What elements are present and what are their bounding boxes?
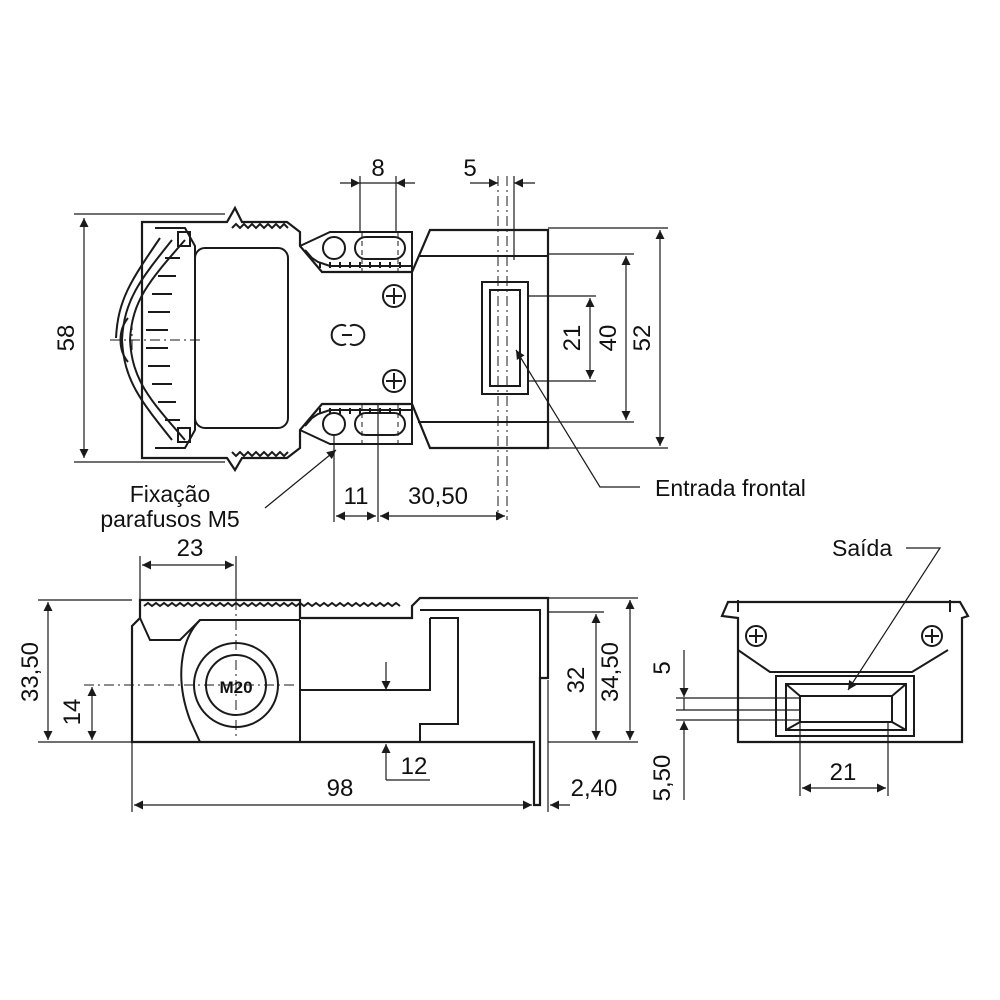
label-exit: Saída xyxy=(832,535,892,561)
front-view-dimensions: 5 5,50 21 Saída xyxy=(649,535,942,802)
label-fixing-line1: Fixação xyxy=(130,481,211,507)
dim-thread-height: 14 xyxy=(59,699,86,726)
dim-actuator-width: 5 xyxy=(463,155,476,182)
side-view: M20 xyxy=(84,560,550,807)
dim-thread-offset: 23 xyxy=(177,535,204,562)
dim-entry-depth: 32 xyxy=(563,667,590,694)
dim-body-height-outer: 52 xyxy=(629,325,656,352)
dim-entry-offset: 30,50 xyxy=(408,483,468,510)
screw-icon xyxy=(921,625,943,647)
dim-body-height-inner: 40 xyxy=(595,325,622,352)
dim-head-overhang: 2,40 xyxy=(571,775,618,802)
front-view xyxy=(720,600,970,744)
dim-side-height: 33,50 xyxy=(17,642,44,702)
top-view xyxy=(110,176,550,520)
dim-exit-width: 21 xyxy=(830,759,857,786)
screw-icon xyxy=(382,369,406,393)
dim-overall-length: 98 xyxy=(327,775,354,802)
top-view-dimensions: 8 5 58 21 40 52 11 30,50 Fixação parafus… xyxy=(53,155,806,532)
dim-entry-height: 21 xyxy=(559,325,586,352)
ce-mark-icon xyxy=(330,324,366,346)
dim-head-height: 34,50 xyxy=(597,642,624,702)
dim-exit-top: 5 xyxy=(649,661,676,674)
dim-hole-offset: 11 xyxy=(344,483,369,510)
dim-exit-bottom: 5,50 xyxy=(649,755,676,802)
dim-slot-width: 8 xyxy=(371,155,384,182)
side-view-dimensions: 23 33,50 14 32 34,50 12 98 2,40 xyxy=(17,535,638,812)
label-front-entry: Entrada frontal xyxy=(655,475,806,501)
dim-height-overall: 58 xyxy=(53,325,80,352)
dim-bottom-offset: 12 xyxy=(401,753,428,780)
screw-icon xyxy=(745,625,767,647)
screw-icon xyxy=(382,284,406,308)
label-fixing-line2: parafusos M5 xyxy=(100,506,239,532)
